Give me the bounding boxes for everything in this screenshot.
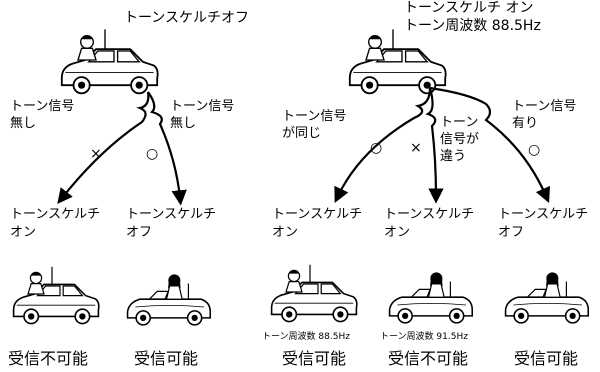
arrow-a5-label-1: トーン信号 <box>512 99 577 114</box>
arrow-a2 <box>147 91 187 206</box>
target-4-result: 受信不可能 <box>388 349 469 368</box>
arrow-a2-label-1: トーン信号 <box>170 99 235 114</box>
target-car-1 <box>12 265 100 325</box>
target-car-3 <box>270 263 358 323</box>
target-3-label-1: トーンスケルチ <box>272 207 363 222</box>
arrow-a1-label-1: トーン信号 <box>10 99 75 114</box>
arrow-a4-mark: × <box>410 140 422 156</box>
target-1-result: 受信不可能 <box>8 349 89 368</box>
target-1-label-2: オン <box>10 225 37 240</box>
arrow-a4-label-2: 信号が <box>440 132 480 147</box>
source-car-right <box>348 28 447 95</box>
arrow-a1-mark: × <box>90 146 102 162</box>
source-right-label-line1: トーンスケルチ オン <box>404 0 534 16</box>
arrow-a2-mark: ○ <box>146 146 159 162</box>
arrow-a5-mark: ○ <box>528 142 541 158</box>
target-car-5 <box>504 272 590 324</box>
target-2-label-1: トーンスケルチ <box>126 207 217 222</box>
source-right-label-line2: トーン周波数 88.5Hz <box>404 18 541 34</box>
target-5-label-2: オフ <box>498 225 525 240</box>
target-4-label-2: オン <box>384 225 411 240</box>
arrow-a1-label-2: 無し <box>10 116 37 131</box>
arrow-a3 <box>334 87 432 203</box>
arrow-a3-label-2: が同じ <box>282 126 322 141</box>
arrow-a2-label-2: 無し <box>170 116 197 131</box>
arrow-a1 <box>57 91 150 205</box>
target-car-2 <box>126 274 212 326</box>
target-car-4 <box>388 272 474 324</box>
arrow-a5 <box>429 86 550 204</box>
target-3-result: 受信可能 <box>282 349 347 368</box>
target-4-frequency: トーン周波数 91.5Hz <box>380 332 468 342</box>
arrow-a4-label-3: 違う <box>440 149 467 164</box>
target-4-label-1: トーンスケルチ <box>384 207 475 222</box>
target-3-frequency: トーン周波数 88.5Hz <box>262 332 350 342</box>
target-2-result: 受信可能 <box>134 349 199 368</box>
target-5-label-1: トーンスケルチ <box>498 207 589 222</box>
target-2-label-2: オフ <box>126 225 153 240</box>
arrow-a4-label-1: トーン <box>440 115 479 130</box>
source-left-label: トーンスケルチオフ <box>124 10 250 26</box>
arrow-a5-label-2: 有り <box>512 116 539 131</box>
target-5-result: 受信可能 <box>514 349 579 368</box>
arrow-a4 <box>425 87 444 204</box>
target-3-label-2: オン <box>272 225 299 240</box>
target-1-label-1: トーンスケルチ <box>10 207 101 222</box>
arrow-a3-mark: ○ <box>370 140 383 156</box>
source-car-left <box>60 28 159 95</box>
arrow-a3-label-1: トーン信号 <box>282 109 347 124</box>
